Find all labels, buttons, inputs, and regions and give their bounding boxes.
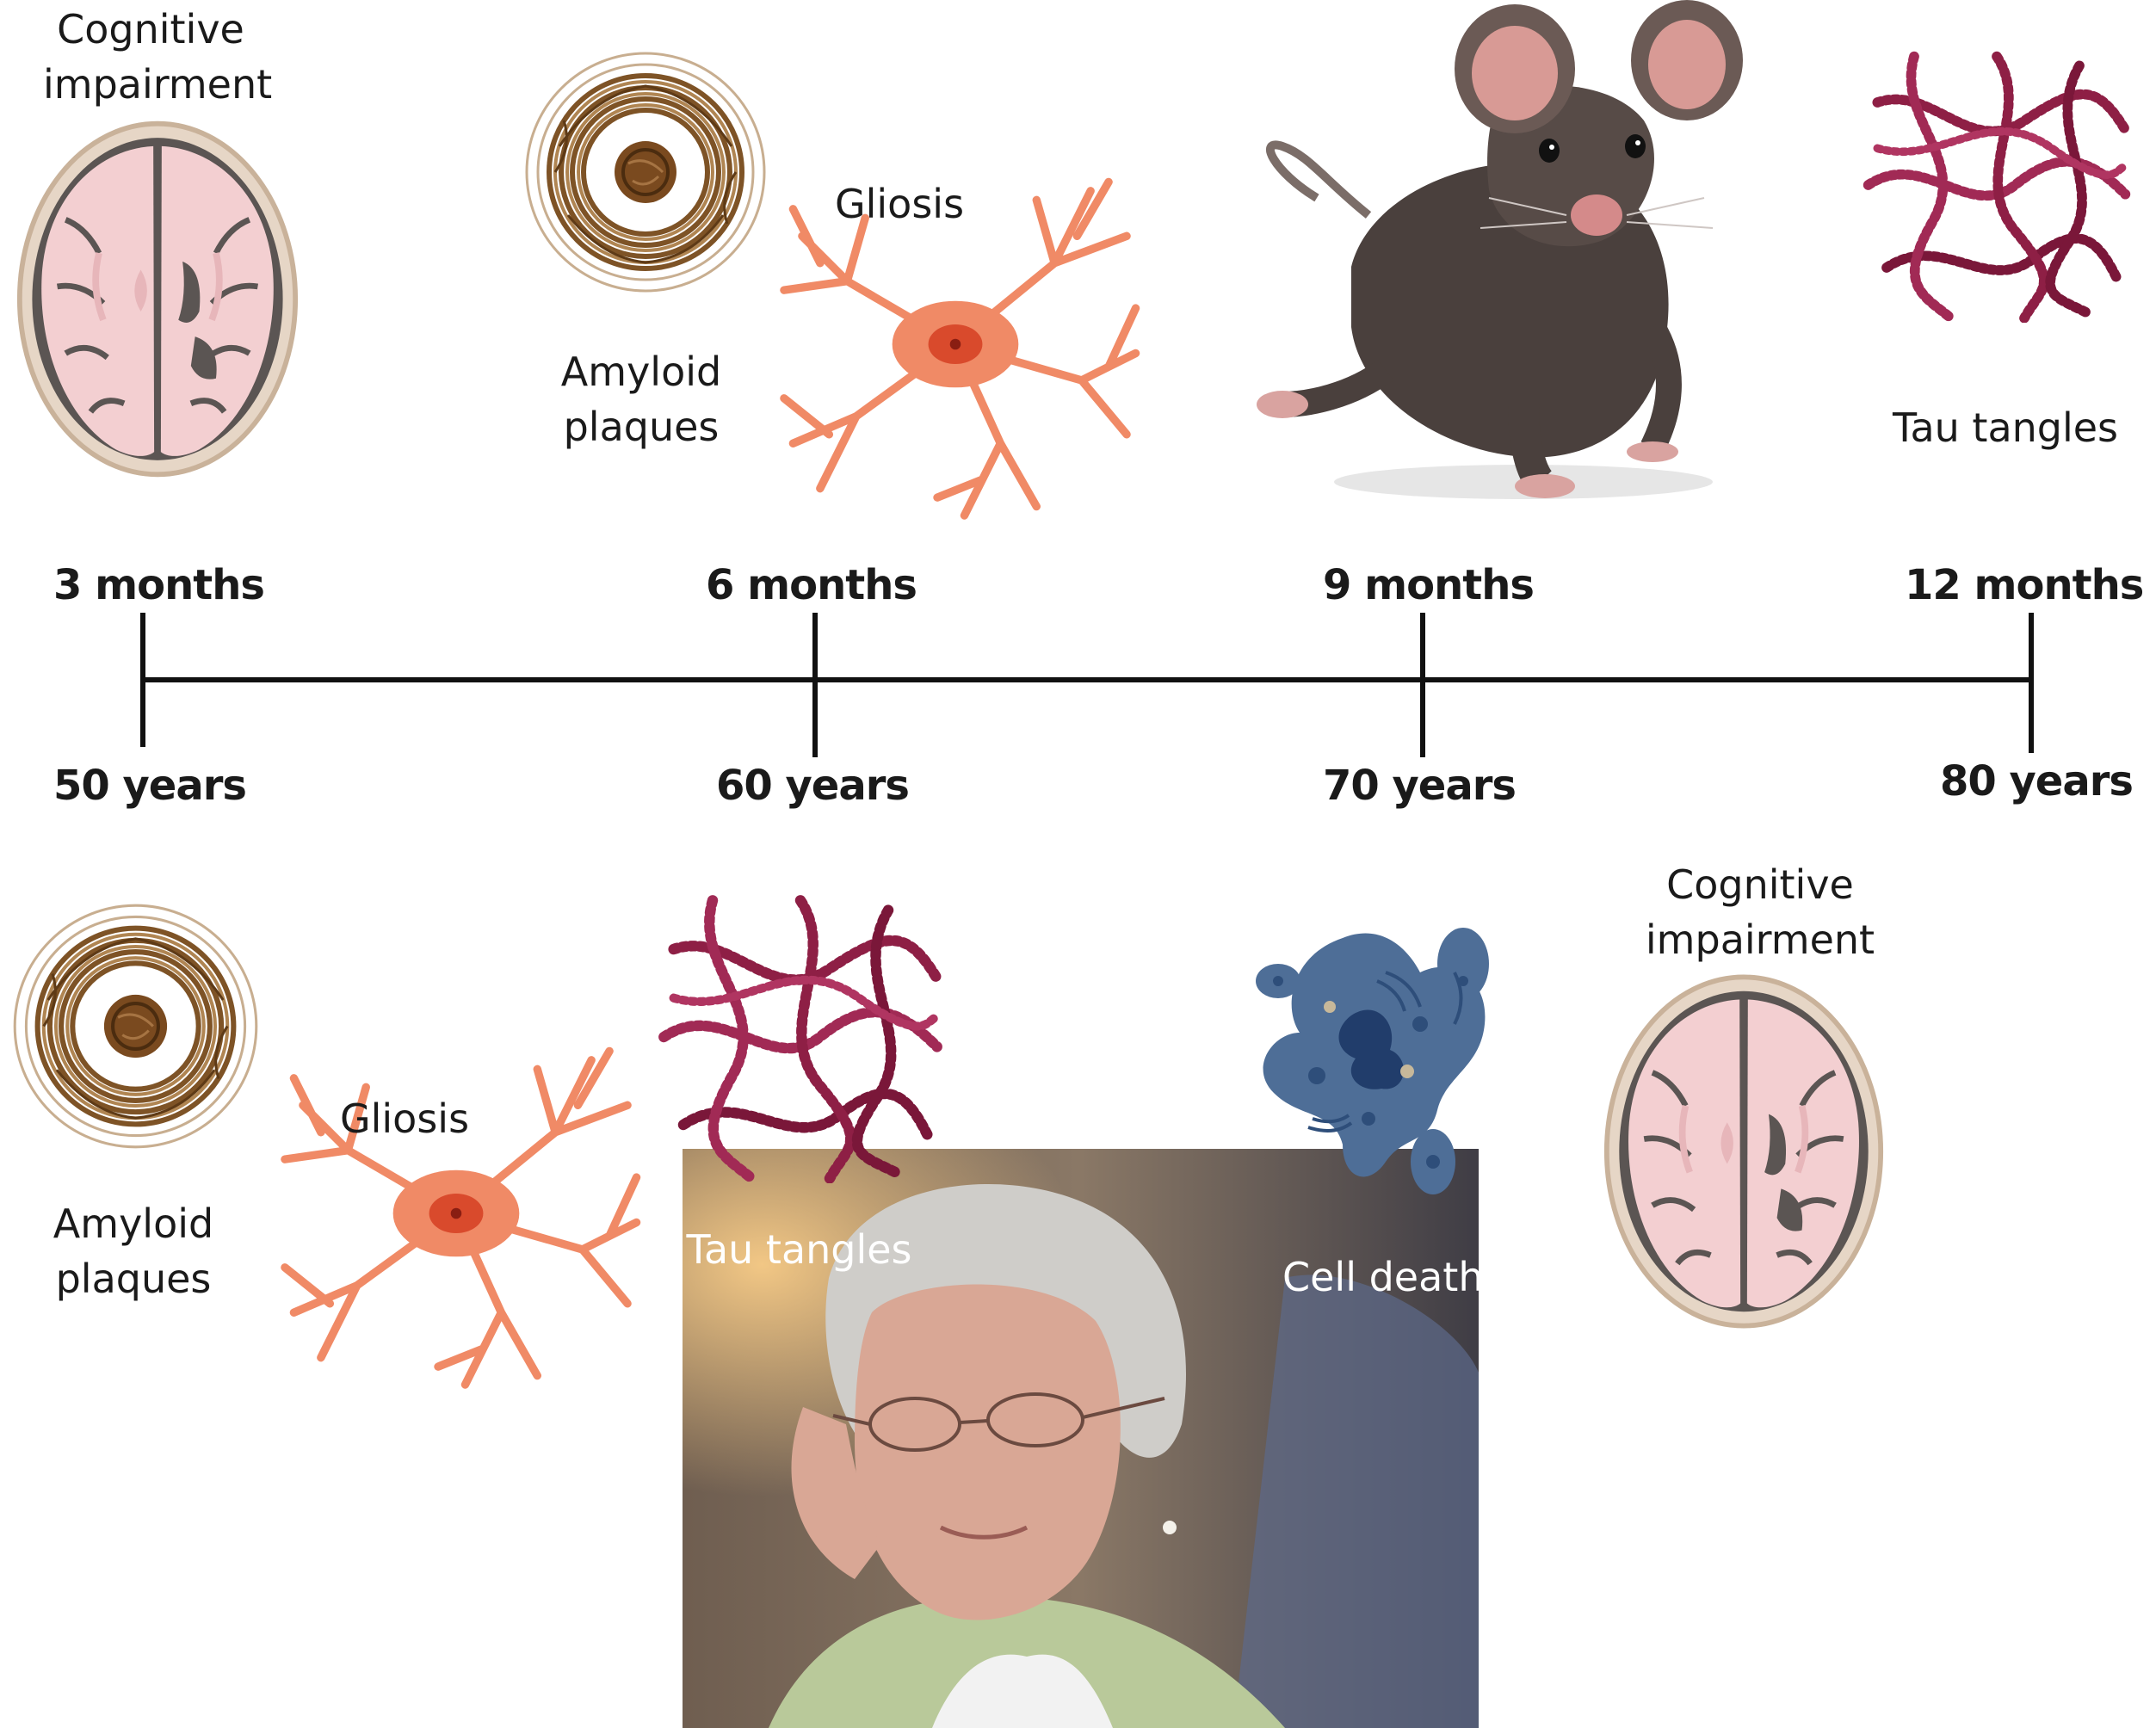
human-cognitive-impairment-label: Cognitive impairment bbox=[1645, 861, 1875, 963]
dying-cell-icon bbox=[1248, 904, 1506, 1213]
cell-death-label: Cell death bbox=[1282, 1254, 1484, 1300]
human-brain-icon bbox=[1603, 971, 1885, 1332]
human-gliosis-label: Gliosis bbox=[339, 1095, 470, 1142]
mouse-tau-tangles-label: Tau tangles bbox=[1892, 404, 2119, 451]
human-tau-tangles-label: Tau tangles bbox=[686, 1226, 912, 1273]
tick-label-50-years: 50 years bbox=[53, 762, 247, 810]
mouse-brain-icon bbox=[15, 116, 300, 482]
mouse-amyloid-plaques-label: Amyloid plaques bbox=[560, 349, 722, 450]
mouse-tau-tangles-icon bbox=[1855, 47, 2139, 323]
mouse-photo bbox=[1257, 0, 1743, 499]
human-amyloid-plaque-icon bbox=[4, 895, 267, 1157]
tick-label-60-years: 60 years bbox=[716, 762, 910, 810]
tick-label-80-years: 80 years bbox=[1940, 757, 2134, 805]
human-amyloid-plaques-label: Amyloid plaques bbox=[53, 1200, 214, 1302]
tick-label-3-months: 3 months bbox=[53, 561, 265, 609]
mouse-amyloid-plaque-icon bbox=[516, 43, 775, 301]
elderly-woman-photo bbox=[683, 1149, 1479, 1728]
tick-label-9-months: 9 months bbox=[1323, 561, 1535, 609]
human-tau-tangles-icon bbox=[654, 891, 947, 1183]
tick-label-70-years: 70 years bbox=[1323, 762, 1517, 810]
tick-label-12-months: 12 months bbox=[1905, 561, 2144, 609]
mouse-gliosis-label: Gliosis bbox=[834, 181, 965, 227]
human-glia-cell-icon bbox=[267, 1024, 646, 1403]
tick-label-6-months: 6 months bbox=[706, 561, 917, 609]
mouse-cognitive-impairment-label: Cognitive impairment bbox=[43, 6, 273, 108]
